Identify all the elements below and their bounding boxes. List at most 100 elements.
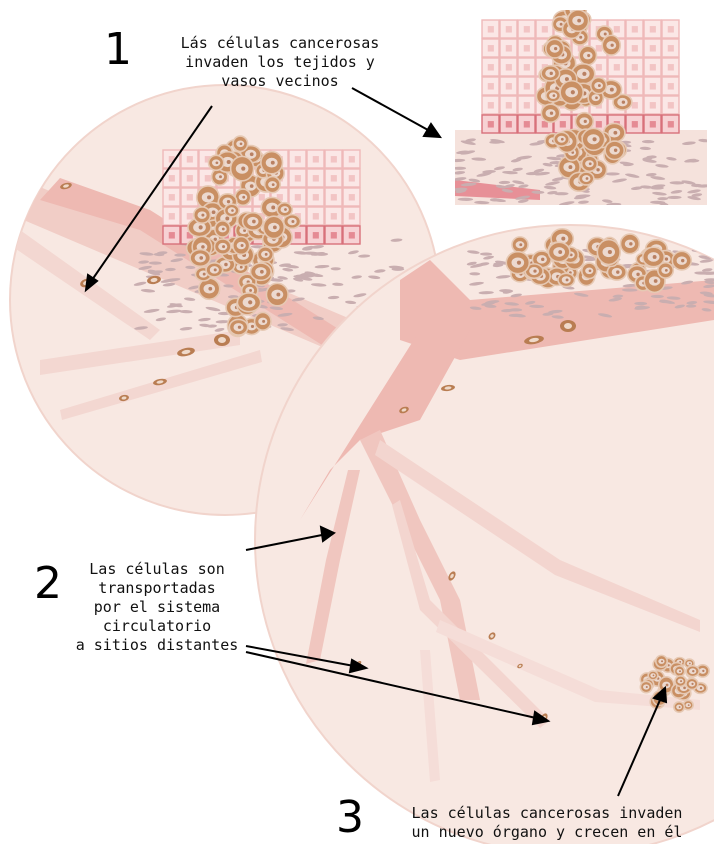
cell-nucleus bbox=[524, 121, 530, 127]
cell-nucleus bbox=[295, 156, 301, 162]
tumor-cell-nucleolus bbox=[614, 149, 617, 152]
cell-nucleus bbox=[349, 232, 355, 238]
cell-nucleus bbox=[632, 45, 638, 51]
cell-nucleus bbox=[313, 213, 319, 219]
tumor-cell-nucleolus bbox=[611, 44, 614, 47]
tumor-cell-nucleolus bbox=[646, 686, 648, 688]
tumor-cell-nucleolus bbox=[554, 47, 557, 50]
step-1-caption: Lás células cancerosas invaden los tejid… bbox=[146, 34, 414, 91]
tumor-cell-nucleolus bbox=[616, 270, 619, 273]
step-2-caption: Las células son transportadas por el sis… bbox=[70, 560, 244, 655]
cell-nucleus bbox=[506, 64, 512, 70]
cell-nucleus bbox=[187, 213, 193, 219]
cell-nucleus bbox=[650, 45, 656, 51]
tumor-cell-nucleolus bbox=[262, 320, 265, 323]
fibroblast bbox=[605, 172, 620, 175]
cell-nucleus bbox=[650, 121, 656, 127]
tumor-cell-nucleolus bbox=[272, 183, 275, 186]
cell-nucleus bbox=[614, 64, 620, 70]
cell-nucleus bbox=[668, 121, 674, 127]
tumor-cell-nucleolus bbox=[566, 278, 569, 281]
cell-nucleus bbox=[331, 156, 337, 162]
tumor-cell-nucleolus bbox=[561, 237, 565, 241]
step-3-caption: Las células cancerosas invaden un nuevo … bbox=[382, 804, 712, 842]
cell-nucleus bbox=[187, 175, 193, 181]
tumor-cell-nucleolus bbox=[214, 268, 217, 271]
tumor-cell-nucleolus bbox=[517, 261, 521, 265]
cell-nucleus bbox=[650, 83, 656, 89]
tumor-cell-nucleolus bbox=[654, 279, 658, 283]
cell-nucleus bbox=[169, 213, 175, 219]
tumor-cell-nucleolus bbox=[238, 326, 241, 329]
cell-nucleus bbox=[349, 194, 355, 200]
cell-nucleus bbox=[169, 194, 175, 200]
cell-nucleus bbox=[313, 194, 319, 200]
cell-nucleus bbox=[331, 232, 337, 238]
tumor-cell-nucleolus bbox=[207, 195, 211, 199]
cell-nucleus bbox=[506, 121, 512, 127]
tumor-cell-nucleolus bbox=[558, 250, 562, 254]
tumor-cell-nucleolus bbox=[610, 88, 614, 92]
tumor-cell-nucleolus bbox=[271, 206, 275, 210]
cell-nucleus bbox=[313, 156, 319, 162]
tumor-cell-nucleolus bbox=[665, 269, 668, 272]
tumor-cell-nucleolus bbox=[199, 225, 203, 229]
cell-nucleus bbox=[524, 45, 530, 51]
step-1-line: invaden los tejidos y bbox=[146, 53, 414, 72]
tumor-cell-nucleolus bbox=[265, 253, 268, 256]
cell-nucleus bbox=[205, 175, 211, 181]
tumor-cell-nucleolus bbox=[679, 670, 681, 672]
tumor-cell-nucleolus bbox=[604, 33, 607, 36]
tumor-cell-nucleolus bbox=[702, 670, 704, 672]
step-3-number: 3 bbox=[336, 796, 364, 840]
tumor-cell-nucleolus bbox=[691, 683, 693, 685]
cell-nucleus bbox=[668, 102, 674, 108]
tumor-cell-nucleolus bbox=[683, 687, 686, 690]
cell-nucleus bbox=[506, 102, 512, 108]
cell-nucleus bbox=[560, 121, 566, 127]
cell-nucleus bbox=[488, 45, 494, 51]
tumor-cell-nucleolus bbox=[553, 94, 556, 97]
tumor-cell-nucleolus bbox=[560, 23, 563, 26]
tumor-cell-nucleolus bbox=[224, 263, 228, 267]
cell-nucleus bbox=[349, 213, 355, 219]
tumor-cell-nucleolus bbox=[241, 167, 245, 171]
tumor-cell-nucleolus bbox=[681, 259, 684, 262]
cell-nucleus bbox=[313, 175, 319, 181]
tumor-cell-nucleolus bbox=[692, 670, 694, 672]
step-2-line: por el sistema bbox=[70, 598, 244, 617]
tumor-cell-nucleolus bbox=[240, 142, 243, 145]
cell-nucleus bbox=[313, 232, 319, 238]
cell-nucleus bbox=[488, 83, 494, 89]
tumor-cell-nucleolus bbox=[250, 184, 254, 188]
cell-nucleus bbox=[632, 64, 638, 70]
step-1-line: vasos vecinos bbox=[146, 72, 414, 91]
cell-nucleus bbox=[349, 156, 355, 162]
tumor-cell-nucleolus bbox=[241, 244, 244, 247]
tumor-cell-nucleolus bbox=[688, 704, 690, 706]
cell-nucleus bbox=[596, 64, 602, 70]
tumor-cell-nucleolus bbox=[589, 162, 592, 165]
tumor-cell-nucleolus bbox=[589, 269, 592, 272]
tumor-cell-nucleolus bbox=[608, 250, 612, 254]
step-2-number: 2 bbox=[34, 562, 62, 606]
tumor-cell-nucleolus bbox=[680, 680, 682, 682]
tumor-cell-nucleolus bbox=[227, 200, 230, 203]
tumor-cell-nucleolus bbox=[661, 660, 663, 662]
tumor-cell-nucleolus bbox=[227, 160, 231, 164]
cell-nucleus bbox=[632, 83, 638, 89]
tumor-cell-nucleolus bbox=[201, 214, 204, 217]
cell-nucleus bbox=[349, 175, 355, 181]
cell-nucleus bbox=[295, 175, 301, 181]
tumor-cell-nucleolus bbox=[252, 220, 256, 224]
cell-nucleus bbox=[668, 45, 674, 51]
tumor-cell-nucleolus bbox=[260, 270, 264, 274]
tumor-cell-nucleolus bbox=[689, 663, 691, 665]
tumor-cell-nucleolus bbox=[216, 161, 219, 164]
tumor-cell-nucleolus bbox=[653, 255, 657, 259]
step-2-line: Las células son bbox=[70, 560, 244, 579]
cell-nucleus bbox=[488, 102, 494, 108]
cell-nucleus bbox=[542, 26, 548, 32]
tumor-cell-nucleolus bbox=[276, 293, 280, 297]
